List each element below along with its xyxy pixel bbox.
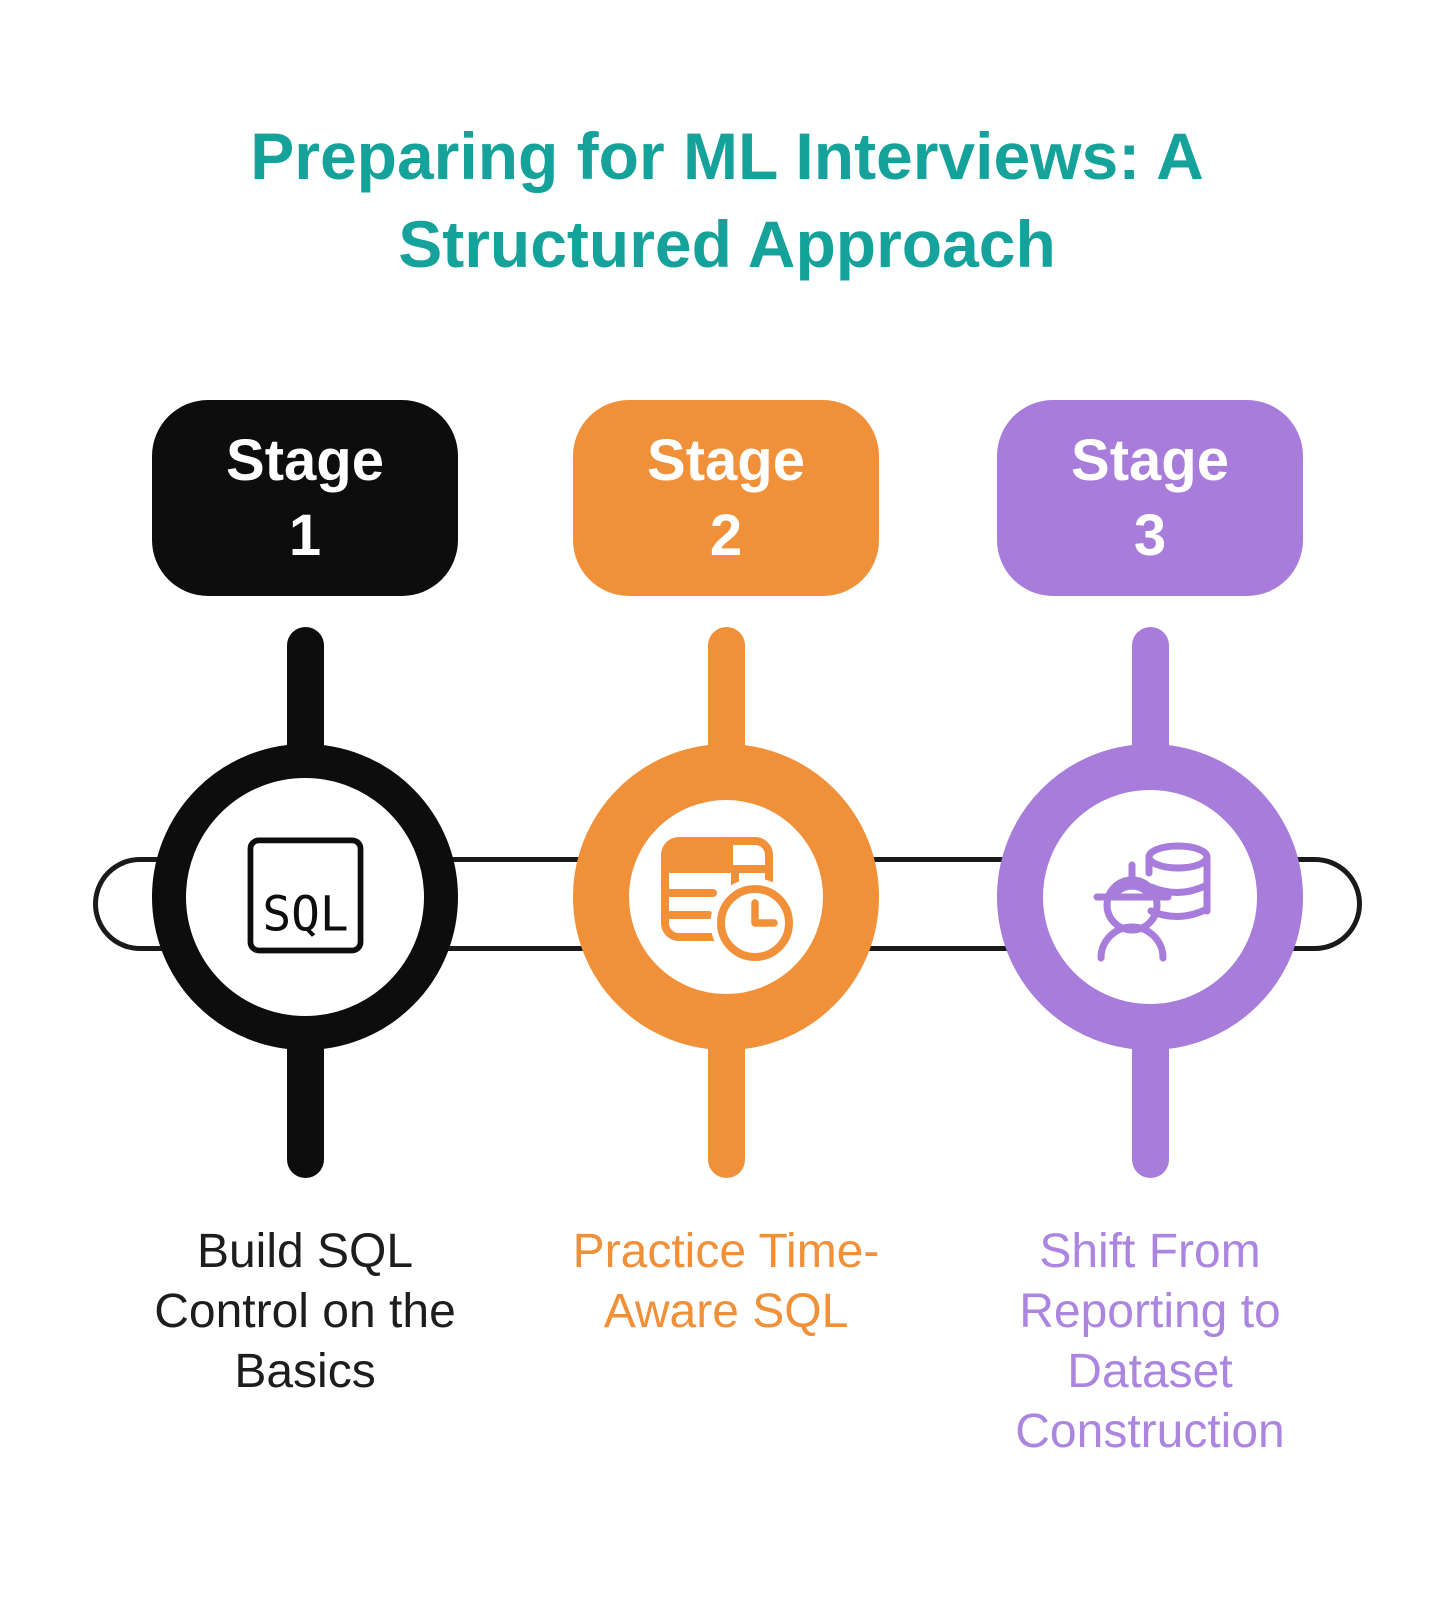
stage2-caption: Practice Time- Aware SQL bbox=[572, 1225, 880, 1338]
page-title: Preparing for ML Interviews: A Structure… bbox=[250, 119, 1204, 281]
stage3-caption: Shift From Reporting to Dataset Construc… bbox=[1015, 1225, 1285, 1458]
table-clock-icon bbox=[661, 837, 800, 967]
stage1-badge: Stage 1 bbox=[152, 400, 458, 596]
person-database-icon bbox=[1093, 842, 1211, 962]
stage3-circle bbox=[997, 744, 1303, 1050]
stage1-caption: Build SQL Control on the Basics bbox=[154, 1225, 456, 1398]
stage3-badge: Stage 3 bbox=[997, 400, 1303, 596]
stage2-badge: Stage 2 bbox=[573, 400, 879, 596]
sql-icon-label: SQL bbox=[262, 887, 348, 942]
stage1-circle: SQL bbox=[152, 744, 458, 1050]
stage2-circle bbox=[573, 744, 879, 1050]
sql-document-icon: SQL bbox=[247, 837, 363, 953]
